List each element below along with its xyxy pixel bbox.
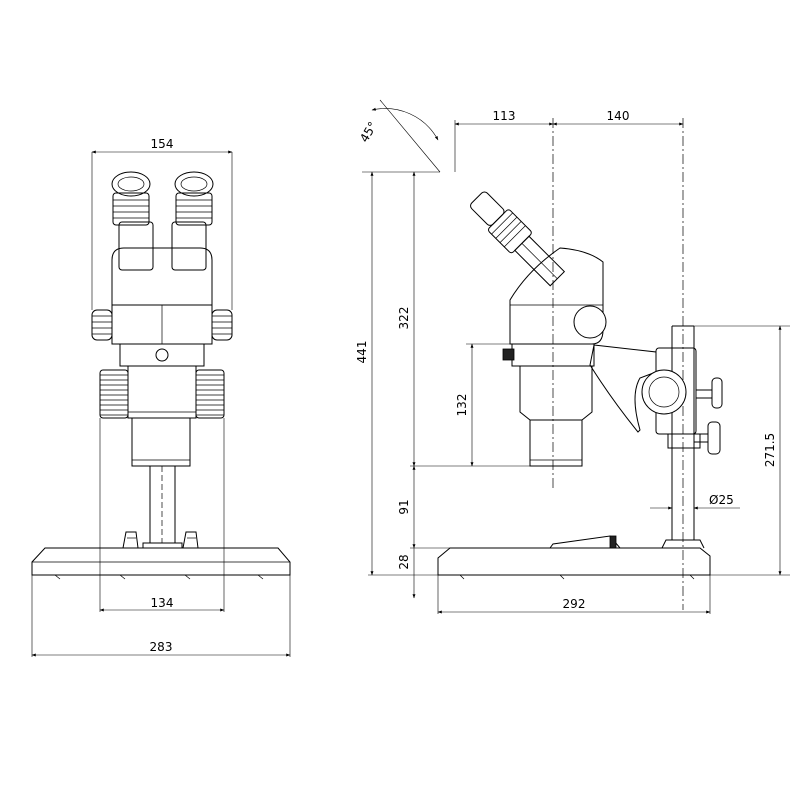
dim-pillar-height: 271.5 <box>694 325 790 576</box>
front-view: 154 134 283 <box>31 137 291 657</box>
dim-working-height: 91 <box>397 465 416 549</box>
label-322: 322 <box>397 307 411 330</box>
label-292: 292 <box>563 597 586 611</box>
front-column <box>149 466 176 543</box>
label-271-5: 271.5 <box>763 433 777 467</box>
dim-body-height: 132 <box>410 343 530 467</box>
label-113: 113 <box>493 109 516 123</box>
side-microscope-body <box>470 191 607 467</box>
side-view: 45° 113 140 441 322 132 <box>355 99 790 614</box>
side-arm <box>589 344 723 455</box>
dim-head-height: 322 <box>397 171 416 467</box>
dim-total-height: 441 <box>355 171 440 576</box>
dim-base-inner-width: 134 <box>99 418 225 612</box>
dim-base-depth: 292 <box>437 575 711 614</box>
label-91: 91 <box>397 499 411 514</box>
dim-tilt-angle: 45° <box>357 99 441 173</box>
label-134: 134 <box>151 596 174 610</box>
label-140: 140 <box>607 109 630 123</box>
label-d25: Ø25 <box>709 493 734 507</box>
dim-horizontal-offsets: 113 140 <box>454 109 684 172</box>
dim-eyepiece-width: 154 <box>91 137 233 310</box>
label-154: 154 <box>151 137 174 151</box>
side-pillar <box>671 118 695 610</box>
label-441: 441 <box>355 341 369 364</box>
front-microscope-body <box>91 171 233 467</box>
dim-pillar-diameter: Ø25 <box>650 493 740 510</box>
label-45: 45° <box>357 119 380 144</box>
side-base <box>437 535 711 580</box>
label-283: 283 <box>150 640 173 654</box>
label-28: 28 <box>397 554 411 569</box>
dim-base-thickness: 28 <box>397 547 450 599</box>
front-base <box>31 531 291 580</box>
label-132: 132 <box>455 394 469 417</box>
dim-base-total-width: 283 <box>31 575 291 657</box>
